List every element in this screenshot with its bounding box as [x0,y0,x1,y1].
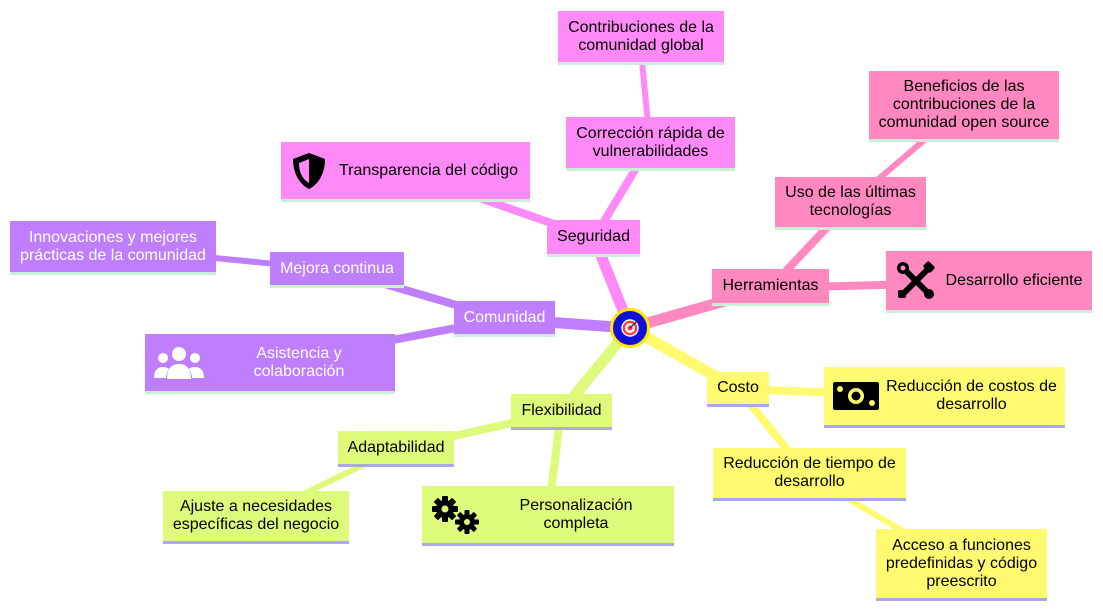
node-beneficios-contribuciones: Beneficios de las contribuciones de la c… [869,71,1059,142]
tools-icon [894,259,938,303]
node-personalizacion-completa: Personalización completa [422,486,674,546]
node-seguridad: Seguridad [547,220,640,257]
node-innovaciones: Innovaciones y mejores prácticas de la c… [10,221,216,275]
target-icon [621,319,639,337]
users-icon [153,343,205,383]
node-costo: Costo [707,372,769,407]
node-comunidad: Comunidad [454,301,555,337]
node-correccion-label: Corrección rápida de vulnerabilidades [576,124,725,160]
node-mejora-label: Mejora continua [280,259,394,277]
node-herramientas-label: Herramientas [722,277,819,294]
node-transparencia-label: Transparencia del código [338,161,519,179]
node-contribuciones-label: Contribuciones de la comunidad global [568,18,714,54]
node-uso-tecnologias: Uso de las últimas tecnologías [775,177,926,230]
node-acceso-label: Acceso a funciones predefinidas y código… [885,536,1038,590]
node-desarrollo-eficiente: Desarrollo eficiente [886,251,1092,313]
node-asistencia-label: Asistencia y colaboración [253,344,345,380]
node-reduccion-tiempo-label: Reducción de tiempo de desarrollo [723,455,896,490]
node-reduccion-costos: Reducción de costos de desarrollo [824,367,1065,428]
shield-icon [289,151,329,191]
node-adaptabilidad: Adaptabilidad [338,431,454,467]
center-node [610,308,650,348]
gears-icon [430,495,480,535]
money-icon [832,379,880,413]
node-desarrollo-label: Desarrollo eficiente [945,271,1083,289]
node-flexibilidad: Flexibilidad [511,394,612,430]
node-transparencia-codigo: Transparencia del código [281,142,530,202]
node-innovaciones-label: Innovaciones y mejores prácticas de la c… [20,228,206,264]
node-beneficios-label: Beneficios de las contribuciones de la c… [878,78,1050,131]
node-comunidad-label: Comunidad [463,308,546,326]
node-ajuste-necesidades: Ajuste a necesidades específicas del neg… [163,491,349,544]
node-correccion-vulnerabilidades: Corrección rápida de vulnerabilidades [566,117,735,171]
node-reduccion-costos-label: Reducción de costos de desarrollo [886,378,1057,413]
node-flexibilidad-label: Flexibilidad [521,401,602,419]
node-acceso-funciones: Acceso a funciones predefinidas y código… [876,529,1047,601]
node-personalizacion-label: Personalización completa [519,496,633,532]
node-mejora-continua: Mejora continua [270,252,404,288]
node-reduccion-tiempo: Reducción de tiempo de desarrollo [713,448,906,501]
node-asistencia-colaboracion: Asistencia y colaboración [145,334,395,394]
node-uso-label: Uso de las últimas tecnologías [785,184,916,219]
node-costo-label: Costo [717,379,759,396]
node-ajuste-label: Ajuste a necesidades específicas del neg… [172,498,340,533]
node-seguridad-label: Seguridad [557,228,630,245]
node-contribuciones-comunidad: Contribuciones de la comunidad global [558,11,724,65]
node-herramientas: Herramientas [712,269,829,306]
node-adaptabilidad-label: Adaptabilidad [347,438,445,456]
